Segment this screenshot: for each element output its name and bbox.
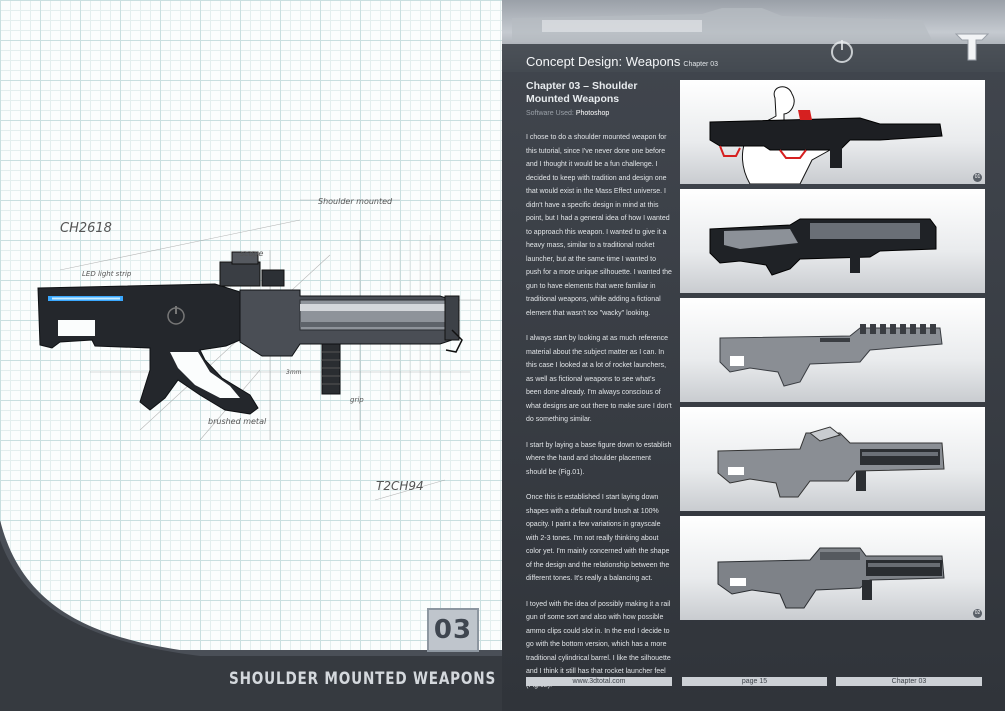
note-grip: grip: [350, 396, 364, 404]
software-used: Software Used: Photoshop: [526, 110, 672, 117]
note-code-bottom: T2CH94: [376, 479, 424, 493]
figure-02-variant-2: [680, 298, 985, 402]
left-page: CH2618 LED light strip Shoulder mounted …: [0, 0, 502, 711]
article-paragraph: I chose to do a shoulder mounted weapon …: [526, 134, 672, 317]
software-value: Photoshop: [575, 110, 610, 117]
article-paragraph: I start by laying a base figure down to …: [526, 441, 672, 476]
article-column: Chapter 03 – Shoulder Mounted Weapons So…: [526, 80, 672, 704]
variant-1-image: [709, 218, 937, 276]
variant-3-image: [717, 426, 945, 498]
figure-02-variant-1: [680, 189, 985, 293]
article-paragraph: I always start by looking at as much ref…: [526, 335, 672, 423]
variant-2-image: [719, 324, 943, 387]
banner-weapon-render: [502, 8, 1005, 72]
figure-tag: 01: [973, 173, 982, 182]
graph-paper-background: [0, 0, 502, 711]
note-scope: scope: [240, 249, 264, 258]
figure-01-image: [709, 86, 943, 184]
variant-4-image: [717, 547, 945, 609]
weapon-sketch-artwork: CH2618 LED light strip Shoulder mounted …: [0, 197, 502, 711]
banner-title-text: Concept Design: Weapons: [526, 54, 681, 69]
banner-chapter: Chapter 03: [683, 61, 719, 68]
left-page-title: SHOULDER MOUNTED WEAPONS BY BRIAN SUM: [229, 669, 502, 689]
chapter-number: 03: [433, 615, 473, 645]
article-paragraph: Once this is established I start laying …: [526, 494, 670, 582]
note-code-top: CH2618: [60, 221, 112, 236]
figure-01: 01: [680, 80, 985, 184]
note-shoulder: Shoulder mounted: [318, 197, 393, 206]
article-title: Chapter 03 – Shoulder Mounted Weapons: [526, 80, 638, 105]
figure-tag: 02: [973, 609, 982, 618]
footer-website[interactable]: www.3dtotal.com: [526, 677, 672, 686]
footer-chapter: Chapter 03: [836, 677, 982, 686]
note-led-strip: LED light strip: [82, 270, 132, 278]
note-3mm: 3mm: [286, 369, 302, 376]
publisher-logo-icon: [954, 33, 990, 61]
chapter-number-badge: 03: [427, 608, 479, 652]
figure-02-variant-3: [680, 407, 985, 511]
footer-page-number: page 15: [682, 677, 827, 686]
figure-02-variant-4: 02: [680, 516, 985, 620]
software-label: Software Used:: [526, 110, 574, 117]
note-brushed-metal: brushed metal: [208, 417, 267, 426]
sketch-weapon: [37, 251, 463, 415]
figures-column: 01: [680, 80, 985, 625]
